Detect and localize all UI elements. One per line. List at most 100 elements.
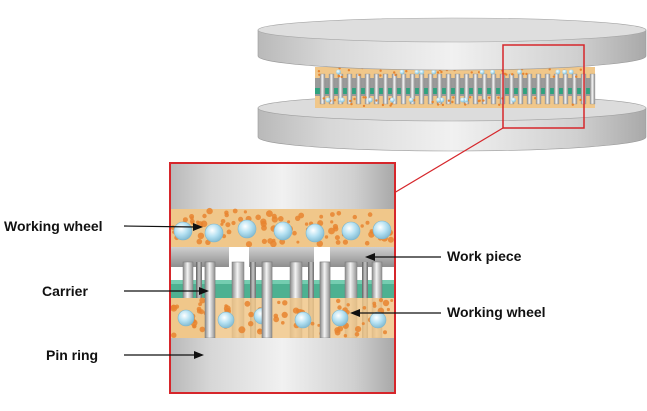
label-working-wheel-bottom: Working wheel [447, 304, 546, 320]
diamond-grain [479, 69, 485, 75]
abrasive-grain [281, 311, 288, 318]
zoom-frame [169, 162, 396, 394]
abrasive-grain [497, 96, 500, 99]
abrasive-grain [488, 96, 491, 100]
abrasive-grain [278, 216, 284, 222]
abrasive-grain [378, 298, 384, 303]
abrasive-grain [350, 102, 353, 106]
pin [319, 261, 331, 339]
abrasive-grain [266, 210, 273, 218]
diamond-grain [568, 69, 574, 75]
abrasive-grain [220, 219, 226, 224]
abrasive-grain [379, 74, 382, 77]
upper-plate-section [171, 164, 394, 209]
abrasive-grain [244, 300, 251, 307]
label-pin-ring: Pin ring [46, 347, 99, 363]
abrasive-grain [224, 304, 228, 308]
annotation-arrows [123, 223, 441, 359]
abrasive-grain [334, 235, 340, 241]
overview-pin [490, 73, 497, 105]
abrasive-grain [440, 70, 443, 74]
diamond-grain [562, 69, 567, 75]
abrasive-grain [352, 214, 357, 220]
abrasive-grain [202, 213, 207, 219]
overview-pin [328, 73, 335, 105]
abrasive-grain [389, 104, 392, 107]
abrasive-grain [548, 68, 551, 71]
abrasive-grain [362, 96, 365, 99]
abrasive-grain [394, 73, 397, 77]
overview-pin [427, 73, 434, 105]
abrasive-grain [317, 323, 321, 327]
diamond-grain [436, 97, 442, 103]
abrasive-grain [405, 70, 408, 73]
abrasive-grain [199, 297, 206, 304]
abrasive-grain [248, 321, 254, 327]
overview-pin [463, 73, 470, 105]
abrasive-grain [317, 70, 321, 73]
diamond-grain [367, 97, 373, 103]
lower-plate-section [171, 338, 394, 392]
abrasive-grain [477, 99, 480, 103]
abrasive-grain [447, 99, 451, 102]
abrasive-grain [346, 303, 350, 307]
diamond-grain [294, 311, 312, 329]
overview-pin [382, 73, 389, 105]
diamond-grain [431, 69, 437, 75]
abrasive-grain [330, 212, 335, 217]
diamond-grain [369, 311, 387, 329]
abrasive-grain [505, 73, 508, 76]
abrasive-grain [199, 326, 206, 333]
diamond-grain [305, 223, 325, 243]
abrasive-grain [260, 220, 267, 228]
abrasive-grain [319, 214, 324, 219]
abrasive-grain [431, 100, 434, 104]
abrasive-grain [386, 307, 390, 312]
overview-pin [571, 73, 578, 105]
abrasive-grain [355, 326, 362, 333]
abrasive-grain [324, 235, 329, 239]
abrasive-grain [468, 96, 472, 99]
diamond-grain [341, 221, 361, 241]
abrasive-grain [330, 220, 334, 224]
highlight-box [502, 44, 585, 129]
diamond-grain [517, 69, 522, 75]
abrasive-grain [197, 232, 205, 239]
abrasive-grain [382, 299, 390, 307]
diamond-grain [555, 69, 561, 75]
overview-pin [337, 73, 344, 105]
overview-pin [562, 73, 569, 105]
overview-pin [454, 73, 461, 105]
abrasive-grain [393, 71, 396, 74]
abrasive-grain [498, 103, 501, 107]
abrasive-grain [358, 73, 361, 77]
abrasive-grain [342, 239, 348, 245]
abrasive-grain [470, 71, 473, 74]
abrasive-grain [248, 311, 254, 318]
abrasive-grain [579, 68, 582, 71]
overview-pin [535, 73, 542, 105]
abrasive-grain [310, 321, 315, 326]
abrasive-grain [335, 240, 341, 245]
overview-pin [346, 73, 353, 105]
overview-pin [436, 73, 443, 105]
abrasive-grain [292, 230, 297, 236]
diamond-grain [325, 97, 331, 103]
overview-pin [472, 73, 479, 105]
abrasive-grain [256, 328, 263, 335]
label-working-wheel-top: Working wheel [4, 218, 103, 234]
diamond-grain [511, 97, 516, 103]
abrasive-grain [368, 231, 375, 238]
abrasive-grain [182, 217, 188, 223]
plate-gap-layers [315, 66, 596, 108]
overview-pin [373, 73, 380, 105]
abrasive-grain [196, 238, 203, 245]
abrasive-grain [451, 100, 454, 104]
abrasive-grain [571, 103, 574, 106]
abrasive-grain [441, 103, 445, 107]
abrasive-grain [225, 222, 231, 228]
diamond-grain [237, 219, 257, 239]
upper-plate [257, 17, 647, 71]
abrasive-grain [296, 240, 300, 244]
